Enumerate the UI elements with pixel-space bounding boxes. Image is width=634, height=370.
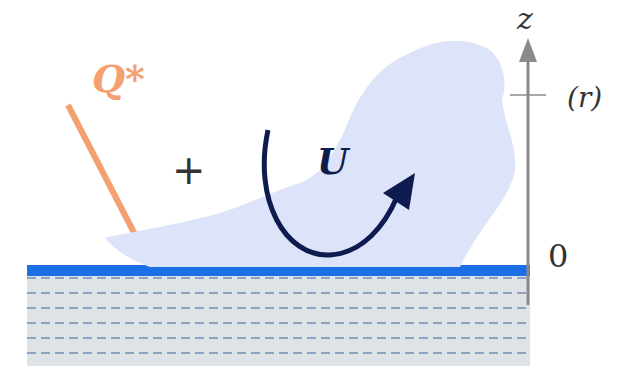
plus-sign: +	[172, 150, 206, 190]
circulation-arrow	[264, 130, 397, 255]
reference-label: (r)	[567, 84, 602, 112]
axis-label: z	[517, 4, 533, 34]
flux-label: Q*	[92, 60, 145, 98]
radiation-arrow	[68, 105, 143, 250]
blob-shape	[105, 35, 520, 267]
origin-label: 0	[548, 240, 568, 272]
water-hatching	[27, 276, 530, 366]
circulation-arrow-head	[383, 173, 415, 210]
velocity-label: U	[317, 143, 348, 179]
z-axis-head	[519, 38, 537, 62]
reference-tick	[510, 94, 546, 96]
blob-outline	[105, 41, 515, 267]
air-blob: U	[105, 35, 520, 267]
water-body	[27, 268, 530, 366]
